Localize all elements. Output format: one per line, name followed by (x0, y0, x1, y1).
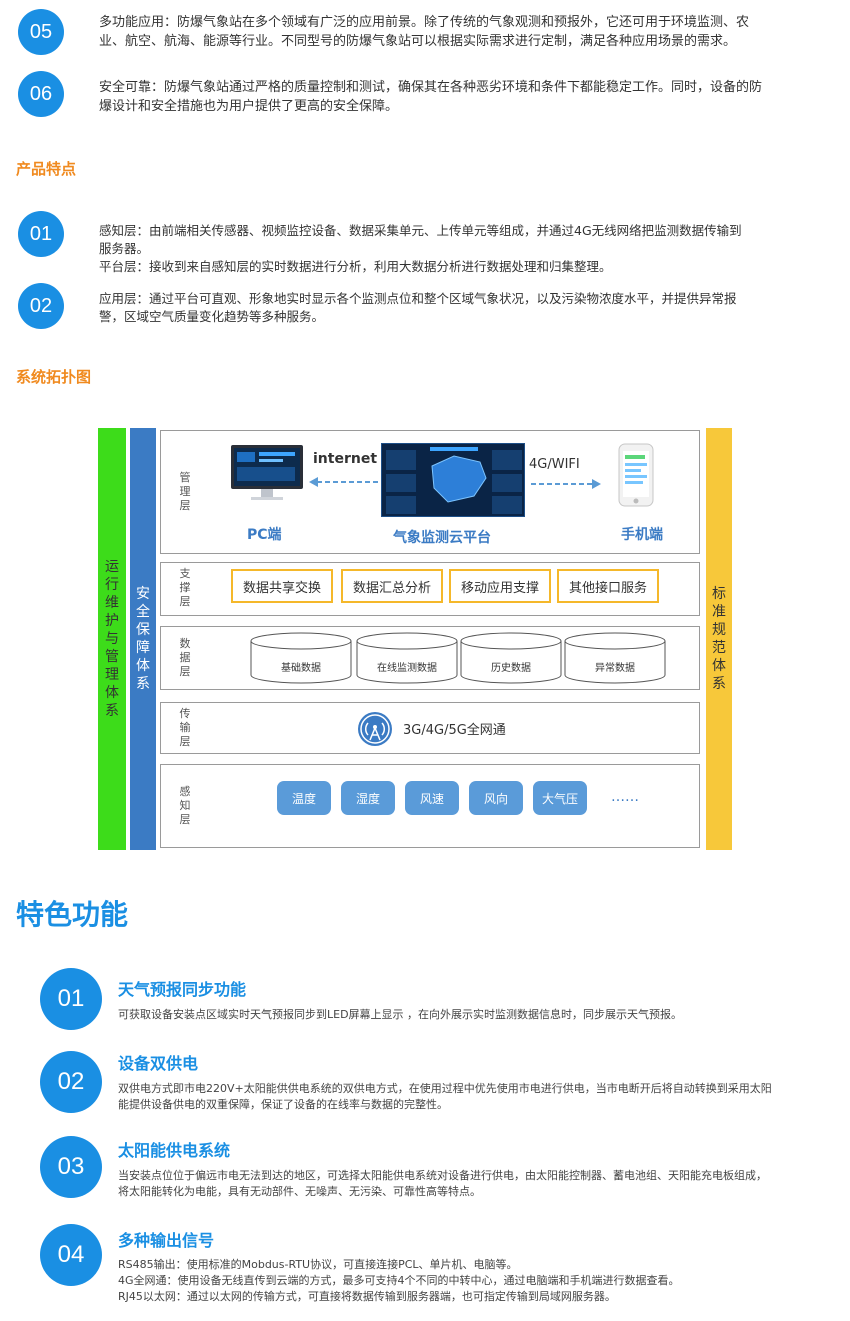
number-badge: 02 (18, 283, 64, 329)
pc-label: PC端 (247, 527, 282, 543)
sensing-layer: 感知层 温度 湿度 风速 风向 大气压 …… (160, 764, 700, 848)
network-label: 3G/4G/5G全网通 (403, 723, 506, 738)
number-badge: 06 (18, 71, 64, 117)
management-layer: 管理层 PC端 internet (160, 430, 700, 554)
ops-management-bar: 运行维护与管理体系 (98, 428, 126, 850)
sensor-box: 湿度 (341, 781, 395, 815)
database-icon: 异常数据 (563, 632, 667, 684)
paragraph-sense-layer: 感知层：由前端相关传感器、视频监控设备、数据采集单元、上传单元等组成，并通过4G… (99, 223, 742, 274)
feature-heading: 设备双供电 (118, 1054, 199, 1073)
database-icon: 基础数据 (249, 632, 353, 684)
standards-bar: 标准规范体系 (706, 428, 732, 850)
layer-label: 支撑层 (179, 567, 191, 608)
support-box: 其他接口服务 (557, 569, 659, 603)
pc-monitor-icon (229, 443, 305, 500)
number-badge: 04 (40, 1224, 102, 1286)
support-layer: 支撑层 数据共享交换 数据汇总分析 移动应用支撑 其他接口服务 (160, 562, 700, 616)
support-box: 数据共享交换 (231, 569, 333, 603)
number-badge: 01 (40, 968, 102, 1030)
number-badge: 05 (18, 9, 64, 55)
feature-heading: 太阳能供电系统 (118, 1141, 231, 1160)
paragraph-app-layer: 应用层：通过平台可直观、形象地实时显示各个监测点位和整个区域气象状况，以及污染物… (99, 291, 737, 324)
sensor-box: 大气压 (533, 781, 587, 815)
section-title-topology: 系统拓扑图 (16, 368, 92, 386)
phone-label: 手机端 (621, 527, 663, 543)
feature-description: 当安装点位位于偏远市电无法到达的地区，可选择太阳能供电系统对设备进行供电，由太阳… (118, 1169, 767, 1198)
layer-label: 数据层 (179, 637, 191, 678)
transport-layer: 传输层 3G/4G/5G全网通 (160, 702, 700, 754)
sensor-box: 风速 (405, 781, 459, 815)
number-badge: 01 (18, 211, 64, 257)
feature-heading: 天气预报同步功能 (118, 980, 247, 999)
cloud-platform-screen-icon (381, 443, 525, 517)
support-box: 数据汇总分析 (341, 569, 443, 603)
sensor-box: 温度 (277, 781, 331, 815)
layer-label: 感知层 (179, 785, 191, 826)
number-badge: 03 (40, 1136, 102, 1198)
wifi-label: 4G/WIFI (529, 457, 580, 472)
feature-description: 可获取设备安装点区域实时天气预报同步到LED屏幕上显示 ，在向外展示实时监测数据… (118, 1008, 683, 1021)
topology-diagram: 运行维护与管理体系 安全保障体系 标准规范体系 管理层 PC端 internet (98, 428, 734, 852)
more-sensors-ellipsis: …… (611, 789, 639, 805)
feature-description: RS485输出：使用标准的Mobdus-RTU协议，可直接连接PCL、单片机、电… (118, 1258, 680, 1303)
database-icon: 历史数据 (459, 632, 563, 684)
sensor-box: 风向 (469, 781, 523, 815)
feature-description: 双供电方式即市电220V+太阳能供供电系统的双供电方式，在使用过程中优先使用市电… (118, 1082, 772, 1111)
security-bar: 安全保障体系 (130, 428, 156, 850)
cloud-platform-label: 气象监测云平台 (393, 530, 491, 546)
number-badge: 02 (40, 1051, 102, 1113)
layer-label: 管理层 (179, 471, 191, 512)
database-icon: 在线监测数据 (355, 632, 459, 684)
section-title-features: 产品特点 (16, 160, 77, 178)
signal-tower-icon (357, 711, 393, 747)
arrow-right-icon (529, 475, 601, 489)
support-box: 移动应用支撑 (449, 569, 551, 603)
paragraph-safety: 安全可靠：防爆气象站通过严格的质量控制和测试，确保其在各种恶劣环境和条件下都能稳… (99, 80, 763, 114)
feature-heading: 多种输出信号 (118, 1231, 215, 1250)
smartphone-icon (615, 443, 659, 509)
internet-label: internet (313, 451, 378, 467)
section-title-special: 特色功能 (16, 898, 129, 931)
layer-label: 传输层 (179, 707, 191, 748)
arrow-left-icon (309, 473, 381, 487)
data-layer: 数据层 基础数据 在线监测数据 历史数据 异常数据 (160, 626, 700, 690)
paragraph-multifunction: 多功能应用：防爆气象站在多个领域有广泛的应用前景。除了传统的气象观测和预报外，它… (99, 15, 750, 49)
